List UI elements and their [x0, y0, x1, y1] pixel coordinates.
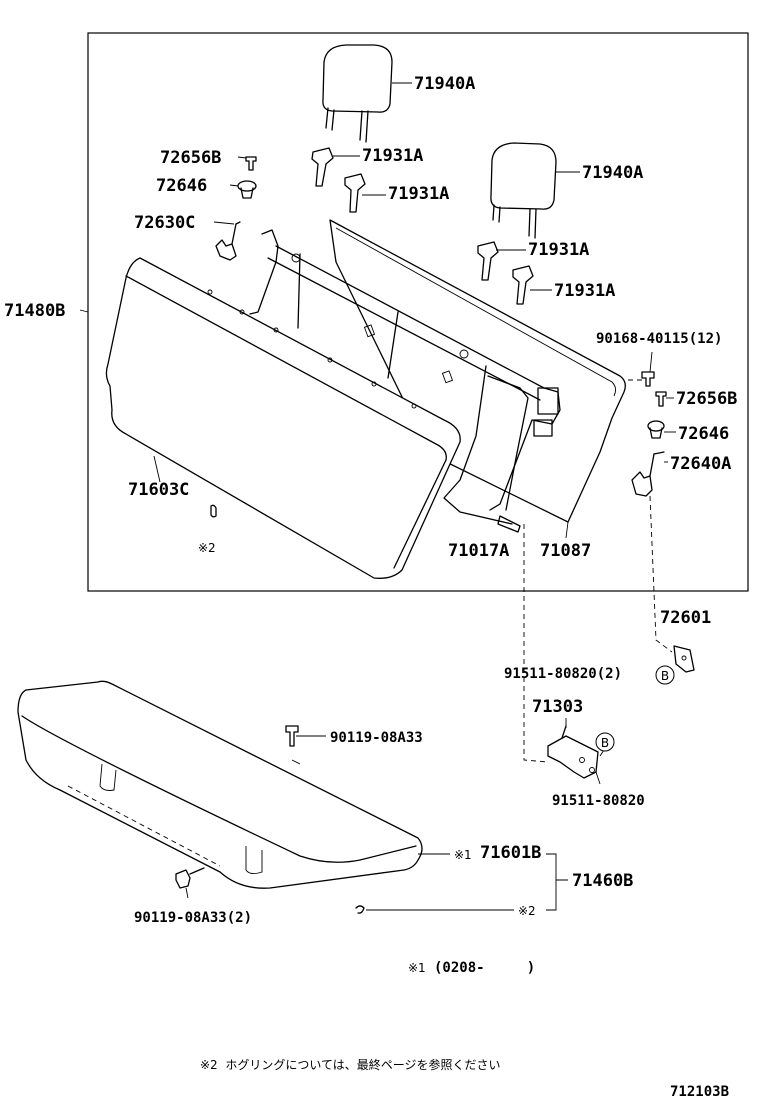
label-screw-top: 90168-40115(12) [596, 331, 722, 347]
headrest-support-3[interactable] [477, 241, 526, 281]
hinge[interactable] [547, 718, 605, 785]
screw-top[interactable] [628, 351, 655, 387]
hog-ring-cushion [355, 905, 514, 914]
label-bolt-cushion-top: 90119-08A33 [330, 730, 423, 746]
label-lock-right: 72640A [670, 454, 731, 474]
striker[interactable] [673, 645, 695, 673]
label-striker: 72601 [660, 608, 711, 628]
back-frame[interactable] [249, 229, 561, 533]
back-board[interactable] [329, 219, 626, 539]
headrest-upper[interactable] [322, 44, 412, 143]
headrest-support-1[interactable] [311, 147, 360, 187]
label-cushion-assy: 71460B [572, 871, 633, 891]
svg-text:B: B [661, 669, 669, 683]
knob-left[interactable] [229, 180, 257, 199]
label-headrest-upper: 71940A [414, 74, 475, 94]
knob-right[interactable] [647, 420, 676, 439]
cushion-assy-bracket [546, 853, 568, 911]
label-mark1-inline: ※1 [454, 848, 472, 862]
lock-right[interactable] [631, 451, 668, 497]
label-hinge: 71303 [532, 697, 583, 717]
headrest-lower[interactable] [490, 142, 580, 239]
circle-b-marker-2: B [595, 732, 615, 752]
label-back-board: 71087 [540, 541, 591, 561]
label-support-3: 71931A [528, 240, 589, 260]
label-mark2-inline: ※2 [518, 904, 536, 918]
label-bolt-upper: 91511-80820(2) [504, 666, 622, 682]
headrest-support-2[interactable] [344, 173, 386, 213]
label-bolt-lower: 91511-80820 [552, 793, 645, 809]
label-bushing-left: 72656B [160, 148, 221, 168]
note2-text: ※2 ホグリングについては、最終ページを参照ください [200, 1057, 500, 1072]
note1-mark: ※1 [408, 961, 426, 975]
label-headrest-lower: 71940A [582, 163, 643, 183]
headrest-support-4[interactable] [512, 265, 552, 305]
label-support-2: 71931A [388, 184, 449, 204]
bolt-cushion-top[interactable] [285, 725, 326, 765]
back-assy-leader [79, 309, 89, 313]
label-support-4: 71931A [554, 281, 615, 301]
circle-b-marker-1: B [655, 665, 675, 685]
label-cushion-pad: 71601B [480, 843, 541, 863]
bushing-left[interactable] [237, 156, 257, 171]
figure-id: 712103B [670, 1084, 729, 1100]
label-knob-left: 72646 [156, 176, 207, 196]
label-back-pad: 71603C [128, 480, 189, 500]
bolt-cushion-bottom[interactable] [175, 867, 205, 899]
label-frame: 71017A [448, 541, 509, 561]
dashed-link-lock-striker [649, 495, 673, 653]
label-knob-right: 72646 [678, 424, 729, 444]
label-hook-mark-back: ※2 [198, 541, 216, 555]
label-back-assy: 71480B [4, 301, 65, 321]
lock-left[interactable] [213, 221, 241, 261]
hog-ring-back [210, 504, 217, 518]
label-bolt-cushion-bottom: 90119-08A33(2) [134, 910, 252, 926]
seat-cushion[interactable] [17, 680, 450, 889]
back-pad[interactable] [105, 257, 461, 579]
dashed-link-frame-hinge [523, 524, 549, 763]
bushing-right[interactable] [655, 391, 674, 407]
svg-text:B: B [601, 736, 609, 750]
label-bushing-right: 72656B [676, 389, 737, 409]
label-support-1: 71931A [362, 146, 423, 166]
note1-text: (0208- ) [434, 960, 535, 976]
label-lock-left: 72630C [134, 213, 195, 233]
